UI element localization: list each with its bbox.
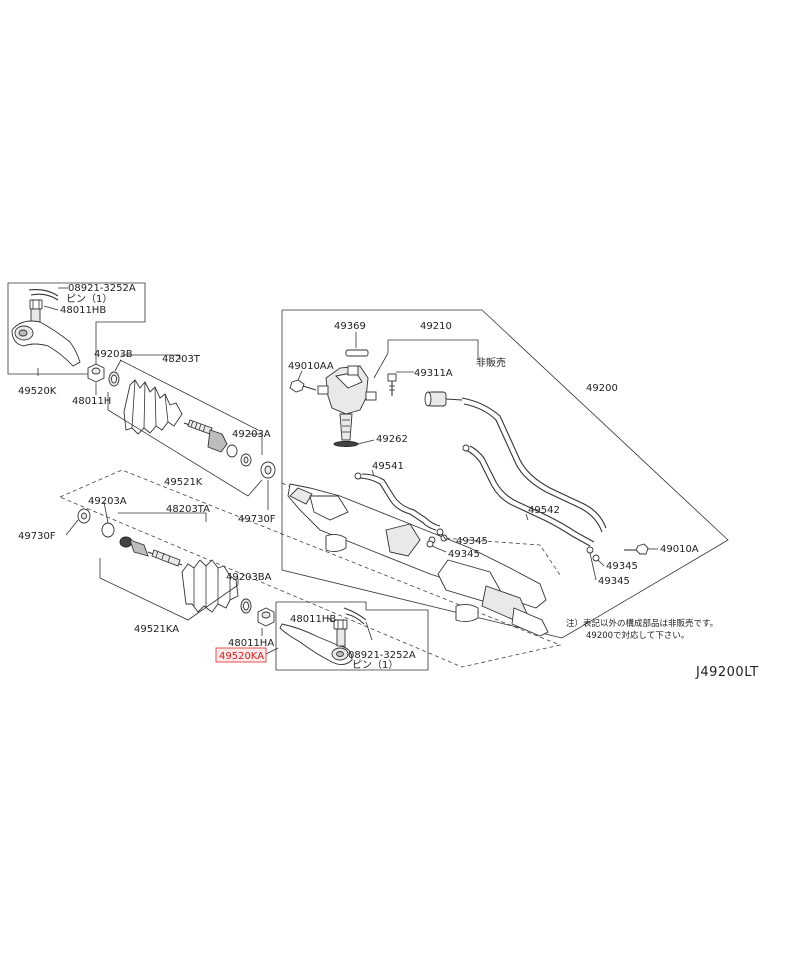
label-nut-left: 48011H [72, 396, 111, 407]
note-line-2: 49200で対応して下さい。 [586, 630, 689, 641]
label-bolt-right: 49010A [660, 544, 699, 555]
o-ring-49262 [333, 441, 359, 447]
note-line-1: 注）表記以外の構成部品は非販売です。 [566, 618, 718, 629]
label-tie-rod-end-right[interactable]: 49520KA [219, 651, 264, 662]
label-valve-bolt: 49010AA [288, 361, 334, 372]
label-washer-right: 49730F [18, 531, 56, 542]
o-ring-49345-a [436, 528, 444, 536]
bolt-49010aa [289, 379, 317, 393]
boot-kit-left-group [87, 354, 276, 510]
label-outer-pin-right: 08921-3252A [348, 650, 416, 661]
bellows-boot-left [123, 379, 183, 435]
gear-assembly-frame [281, 309, 729, 639]
rack-housing [287, 483, 549, 637]
o-ring-49345-b [426, 540, 434, 548]
inner-socket-left [183, 419, 238, 458]
label-clamp-left: 49203B [94, 349, 133, 360]
label-nut-right-top: 48011HB [290, 614, 336, 625]
bellows-boot-right [181, 559, 239, 613]
label-o-ring-a: 49345 [456, 536, 488, 547]
label-clamp-right: 49203BA [226, 572, 272, 583]
label-gear-housing-kit: 49210 [420, 321, 452, 332]
label-bolt-screw: 49311A [414, 368, 453, 379]
o-ring-49345-d [592, 554, 600, 562]
tube-49542 [462, 444, 595, 547]
label-washer-left: 49730F [238, 514, 276, 525]
inner-socket-right [119, 536, 183, 567]
label-boot-kit-left: 48203T [162, 354, 201, 365]
label-clamp-left-small: 49203A [232, 429, 271, 440]
label-pin-left: ピン（1） [66, 293, 112, 305]
label-gear-seal: 49369 [334, 321, 366, 332]
inset-tie-rod-end-left [7, 282, 146, 376]
label-tube-b: 49542 [528, 505, 560, 516]
label-tie-rod-end-left: 49520K [18, 386, 57, 397]
tube-49541 [354, 472, 441, 531]
label-o-ring-b: 49345 [448, 549, 480, 560]
label-o-ring-d: 49345 [598, 576, 630, 587]
label-gear-assy: 49200 [586, 383, 618, 394]
diagram-code: J49200LT [695, 665, 759, 680]
label-boot-kit-right: 48203TA [166, 504, 210, 515]
boot-kit-right-group [65, 501, 275, 636]
valve-housing [317, 365, 377, 441]
label-inner-socket-left: 49521K [164, 477, 203, 488]
label-nut-left-top: 48011HB [60, 305, 106, 316]
highlight-box [215, 647, 267, 663]
label-outer-pin-left: 08921-3252A [68, 283, 136, 294]
gear-seal [345, 349, 369, 357]
o-ring-49345-c [586, 546, 594, 554]
label-pin-right: ピン（1） [352, 659, 398, 671]
bolt-49010a [624, 543, 649, 555]
label-o-ring-c: 49345 [606, 561, 638, 572]
label-tube-a: 49541 [372, 461, 404, 472]
not-sold-part [424, 391, 463, 407]
pressure-line [461, 397, 607, 533]
label-nut-right: 48011HA [228, 638, 274, 649]
bolt-49311a [387, 373, 397, 396]
label-not-sold: 非販売 [476, 356, 506, 369]
label-inner-socket-right: 49521KA [134, 624, 179, 635]
label-o-ring: 49262 [376, 434, 408, 445]
label-clamp-right-small: 49203A [88, 496, 127, 507]
